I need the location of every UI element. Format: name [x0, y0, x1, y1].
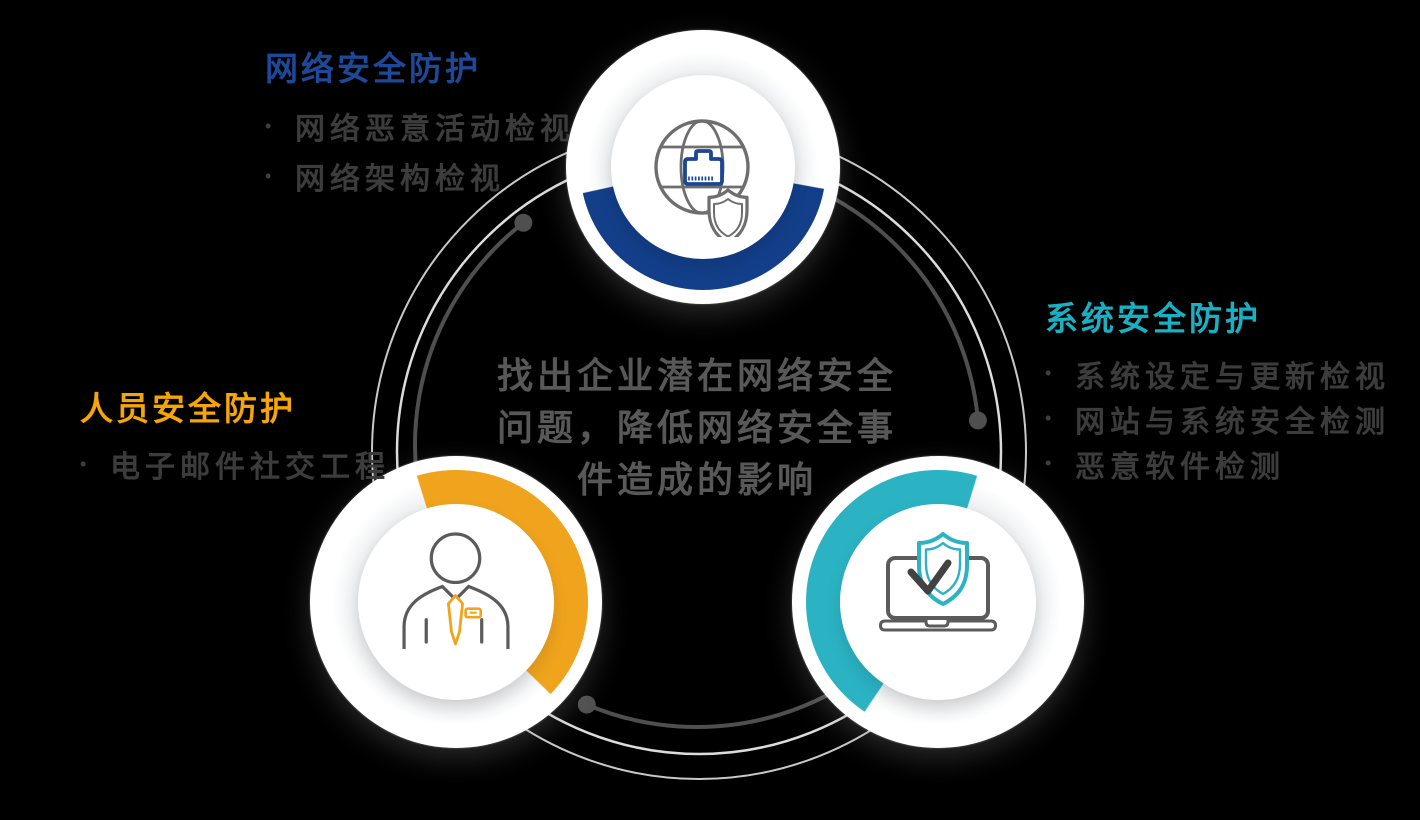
bullet-marker: •: [1045, 408, 1052, 428]
bullet-text: 网站与系统安全检测: [1075, 405, 1390, 439]
shield-icon: [707, 188, 749, 237]
system-circle: [792, 456, 1084, 748]
personnel-label: 人员安全防护 • 电子邮件社交工程: [80, 389, 390, 487]
network-circle: [566, 30, 840, 304]
person-tie-icon: [402, 532, 510, 649]
personnel-bullets: • 电子邮件社交工程: [80, 441, 390, 487]
personnel-circle-inner: [358, 504, 554, 700]
bullet-item: • 系统设定与更新检视: [1045, 351, 1390, 396]
orbit-arc-dot: [968, 411, 987, 430]
pocket-icon: [464, 607, 483, 619]
center-message-line: 问题，降低网络安全事: [496, 407, 897, 448]
bullet-item: • 网站与系统安全检测: [1045, 396, 1390, 441]
network-label: 网络安全防护 • 网络恶意活动检视 • 网络架构检视: [265, 49, 575, 201]
orbit-arc-dot: [577, 695, 596, 714]
bullet-item: • 网络架构检视: [265, 151, 575, 201]
bullet-marker: •: [1045, 363, 1052, 383]
system-label: 系统安全防护 • 系统设定与更新检视 • 网站与系统安全检测 • 恶意软件检测: [1045, 299, 1390, 486]
tie-icon: [447, 594, 483, 646]
bullet-marker: •: [265, 115, 272, 136]
center-message-line: 件造成的影响: [576, 459, 817, 500]
personnel-title: 人员安全防护: [80, 390, 296, 427]
bullet-item: • 电子邮件社交工程: [80, 441, 390, 487]
bullet-item: • 恶意软件检测: [1045, 441, 1390, 486]
network-title: 网络安全防护: [265, 50, 481, 87]
system-bullets: • 系统设定与更新检视 • 网站与系统安全检测 • 恶意软件检测: [1045, 351, 1390, 486]
checkmark-icon: [907, 559, 952, 595]
bullet-text: 电子邮件社交工程: [110, 451, 390, 484]
orbit-arc-dot: [514, 213, 533, 232]
network-circle-inner: [611, 75, 795, 259]
bullet-marker: •: [80, 453, 87, 474]
network-bullets: • 网络恶意活动检视 • 网络架构检视: [265, 101, 575, 201]
laptop-icon: [878, 556, 998, 632]
globe-network-shield-icon: [654, 119, 750, 237]
shield-check-icon: [907, 532, 969, 606]
ethernet-port-icon: [683, 149, 724, 186]
center-message-line: 找出企业潜在网络安全: [496, 355, 897, 396]
bullet-text: 网络架构检视: [295, 163, 505, 196]
bullet-marker: •: [1045, 453, 1052, 473]
personnel-circle: [310, 456, 602, 748]
bullet-text: 网络恶意活动检视: [295, 113, 575, 146]
center-message: 找出企业潜在网络安全 问题，降低网络安全事 件造成的影响: [457, 350, 937, 506]
bullet-text: 系统设定与更新检视: [1075, 360, 1390, 394]
bullet-text: 恶意软件检测: [1075, 450, 1285, 484]
bullet-marker: •: [265, 165, 272, 186]
system-circle-inner: [840, 504, 1036, 700]
system-title: 系统安全防护: [1045, 300, 1261, 337]
bullet-item: • 网络恶意活动检视: [265, 101, 575, 151]
laptop-shield-check-icon: [878, 532, 998, 632]
